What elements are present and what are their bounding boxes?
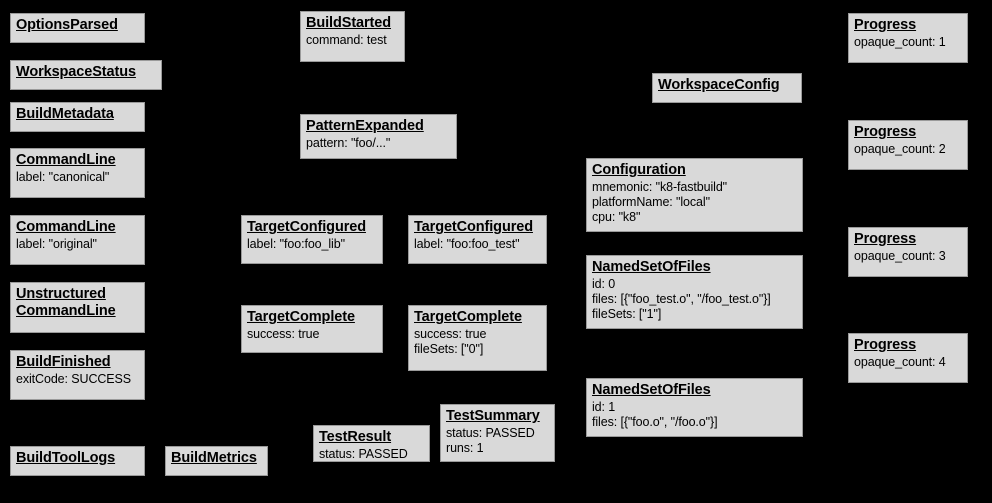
node-title: TargetComplete — [414, 309, 522, 325]
node-title: NamedSetOfFiles — [592, 259, 711, 275]
node-title: PatternExpanded — [306, 118, 424, 134]
node-target-configured-foo-test[interactable]: TargetConfigured label: "foo:foo_test" — [408, 215, 547, 264]
node-field: fileSets: ["0"] — [414, 342, 484, 356]
node-field: label: "canonical" — [16, 170, 110, 184]
node-field: success: true — [247, 327, 320, 341]
node-fields: pattern: "foo/..." — [306, 136, 451, 151]
node-fields: exitCode: SUCCESS — [16, 372, 139, 387]
node-fields: label: "foo:foo_test" — [414, 237, 541, 252]
node-title: TestResult — [319, 429, 392, 445]
node-command-line-canonical[interactable]: CommandLine label: "canonical" — [10, 148, 145, 198]
node-field: label: "original" — [16, 237, 97, 251]
node-field: id: 1 — [592, 400, 616, 414]
node-field: opaque_count: 1 — [854, 35, 946, 49]
node-title: WorkspaceConfig — [658, 77, 780, 93]
node-command-line-original[interactable]: CommandLine label: "original" — [10, 215, 145, 265]
node-pattern-expanded[interactable]: PatternExpanded pattern: "foo/..." — [300, 114, 457, 159]
node-field: status: PASSED — [446, 426, 535, 440]
node-fields: label: "original" — [16, 237, 139, 252]
node-title: OptionsParsed — [16, 17, 118, 33]
node-workspace-status[interactable]: WorkspaceStatus — [10, 60, 162, 90]
node-field: exitCode: SUCCESS — [16, 372, 132, 386]
node-fields: mnemonic: "k8-fastbuild"platformName: "l… — [592, 180, 797, 225]
node-title: TestSummary — [446, 408, 540, 424]
node-field: cpu: "k8" — [592, 210, 641, 224]
node-field: runs: 1 — [446, 441, 484, 455]
node-field: files: [{"foo_test.o", "/foo_test.o"}] — [592, 292, 771, 306]
node-title: TargetConfigured — [247, 219, 366, 235]
node-field: opaque_count: 3 — [854, 249, 946, 263]
node-unstructured-command-line[interactable]: Unstructured CommandLine — [10, 282, 145, 333]
node-fields: label: "canonical" — [16, 170, 139, 185]
node-field: opaque_count: 4 — [854, 355, 946, 369]
node-target-complete-lib[interactable]: TargetComplete success: true — [241, 305, 383, 353]
node-build-tool-logs[interactable]: BuildToolLogs — [10, 446, 145, 476]
node-workspace-config[interactable]: WorkspaceConfig — [652, 73, 802, 103]
node-configuration[interactable]: Configuration mnemonic: "k8-fastbuild"pla… — [586, 158, 803, 232]
node-title: Unstructured CommandLine — [16, 286, 116, 319]
node-field: pattern: "foo/..." — [306, 136, 391, 150]
node-fields: command: test — [306, 33, 399, 48]
node-progress-2[interactable]: Progress opaque_count: 2 — [848, 120, 968, 170]
node-progress-4[interactable]: Progress opaque_count: 4 — [848, 333, 968, 383]
node-title: BuildToolLogs — [16, 450, 116, 466]
node-title: Progress — [854, 337, 917, 353]
node-build-finished[interactable]: BuildFinished exitCode: SUCCESS — [10, 350, 145, 400]
node-title: BuildStarted — [306, 15, 392, 31]
node-build-metrics[interactable]: BuildMetrics — [165, 446, 268, 476]
node-title: TargetConfigured — [414, 219, 533, 235]
node-build-metadata[interactable]: BuildMetadata — [10, 102, 145, 132]
node-field: files: [{"foo.o", "/foo.o"}] — [592, 415, 718, 429]
node-fields: opaque_count: 4 — [854, 355, 962, 370]
node-field: platformName: "local" — [592, 195, 710, 209]
node-field: fileSets: ["1"] — [592, 307, 662, 321]
node-title: BuildMetadata — [16, 106, 114, 122]
node-fields: success: true — [247, 327, 377, 342]
node-fields: label: "foo:foo_lib" — [247, 237, 377, 252]
node-title: CommandLine — [16, 152, 116, 168]
node-build-started[interactable]: BuildStarted command: test — [300, 11, 405, 62]
node-title: Progress — [854, 17, 917, 33]
node-field: success: true — [414, 327, 487, 341]
node-field: opaque_count: 2 — [854, 142, 946, 156]
node-options-parsed[interactable]: OptionsParsed — [10, 13, 145, 43]
node-title: WorkspaceStatus — [16, 64, 136, 80]
node-fields: opaque_count: 3 — [854, 249, 962, 264]
node-field: command: test — [306, 33, 387, 47]
node-target-configured-foo-lib[interactable]: TargetConfigured label: "foo:foo_lib" — [241, 215, 383, 264]
node-title: CommandLine — [16, 219, 116, 235]
node-title: TargetComplete — [247, 309, 355, 325]
node-test-result[interactable]: TestResult status: PASSED — [313, 425, 430, 462]
node-field: mnemonic: "k8-fastbuild" — [592, 180, 728, 194]
node-fields: opaque_count: 2 — [854, 142, 962, 157]
node-title: Configuration — [592, 162, 686, 178]
node-field: label: "foo:foo_test" — [414, 237, 520, 251]
node-progress-3[interactable]: Progress opaque_count: 3 — [848, 227, 968, 277]
node-progress-1[interactable]: Progress opaque_count: 1 — [848, 13, 968, 63]
node-field: id: 0 — [592, 277, 616, 291]
node-title: Progress — [854, 124, 917, 140]
node-title: NamedSetOfFiles — [592, 382, 711, 398]
node-fields: status: PASSED — [319, 447, 424, 462]
node-field: label: "foo:foo_lib" — [247, 237, 345, 251]
node-title: Progress — [854, 231, 917, 247]
node-title: BuildFinished — [16, 354, 111, 370]
node-title: BuildMetrics — [171, 450, 257, 466]
node-fields: opaque_count: 1 — [854, 35, 962, 50]
node-field: status: PASSED — [319, 447, 408, 461]
